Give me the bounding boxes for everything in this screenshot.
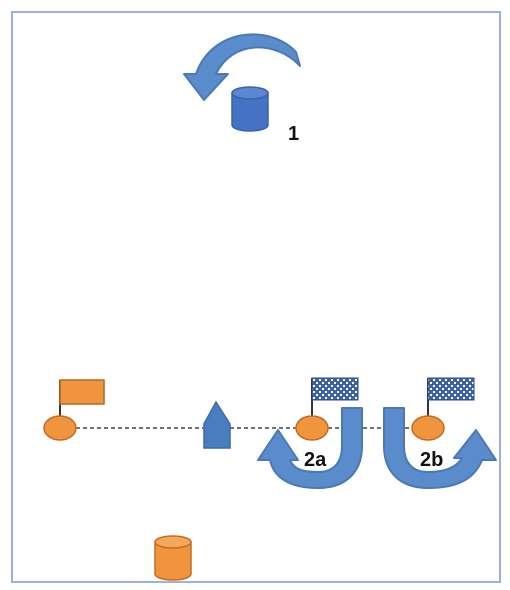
- mark-2a-group: 2a: [257, 377, 363, 489]
- pin-end-group: [43, 379, 105, 441]
- curved-arrow-icon: [257, 407, 363, 489]
- mark-2b-group: 2b: [383, 377, 497, 489]
- checkered-flag-icon: [311, 377, 359, 401]
- mark-2b-label: 2b: [420, 449, 443, 471]
- cylinder-buoy-icon: [231, 86, 269, 132]
- curved-arrow-icon: [183, 33, 301, 101]
- mark-2a-label: 2a: [304, 449, 327, 471]
- start-flag-icon: [59, 379, 105, 405]
- orange-buoy-icon: [411, 415, 445, 441]
- mark-1-label: 1: [288, 123, 299, 145]
- orange-buoy-icon: [295, 415, 329, 441]
- checkered-flag-icon: [427, 377, 475, 401]
- mark-1-group: 1: [183, 33, 301, 145]
- orange-buoy-icon: [43, 415, 77, 441]
- boat-icon: [203, 400, 231, 449]
- cylinder-buoy-icon: [154, 535, 192, 581]
- curved-arrow-icon: [383, 407, 497, 489]
